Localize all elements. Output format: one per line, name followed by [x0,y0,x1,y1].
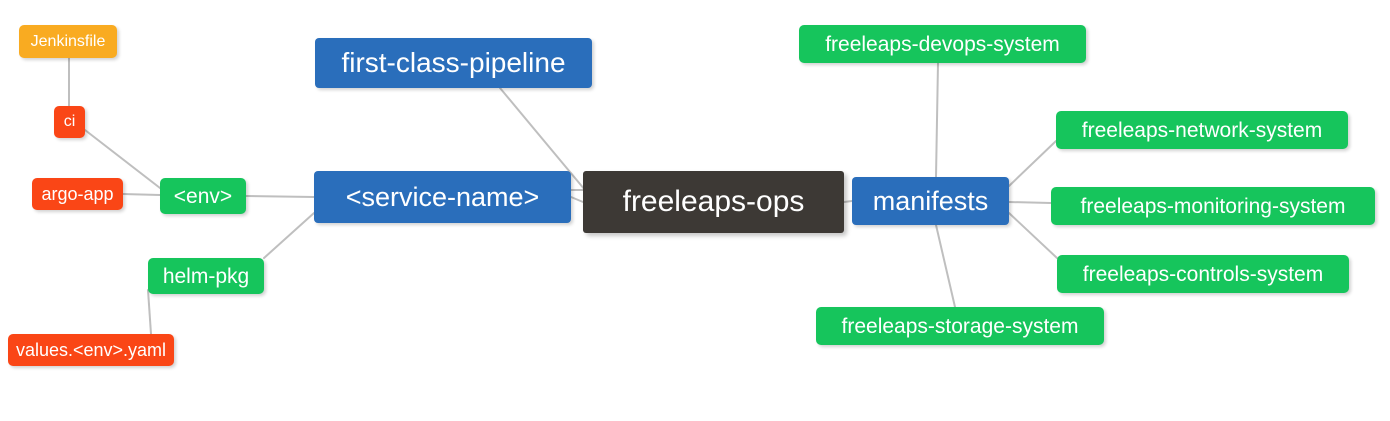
edge-env-to-argo-app [122,193,161,196]
edge-manifests-to-freeleaps-storage-system [935,224,956,308]
edge-manifests-to-freeleaps-devops-system [935,62,939,178]
mindmap-node-jenkinsfile[interactable]: Jenkinsfile [19,25,117,58]
mindmap-node-manifests[interactable]: manifests [852,177,1009,225]
mindmap-node-root[interactable]: freeleaps-ops [583,171,844,233]
edge-manifests-to-freeleaps-controls-system [1008,212,1058,259]
edge-root-to-manifests [843,200,853,203]
mindmap-node-values-yaml[interactable]: values.<env>.yaml [8,334,174,366]
mindmap-node-ci[interactable]: ci [54,106,85,138]
edge-manifests-to-freeleaps-network-system [1008,140,1057,187]
mindmap-node-freeleaps-network-system[interactable]: freeleaps-network-system [1056,111,1348,149]
mindmap-node-service-name[interactable]: <service-name> [314,171,571,223]
mindmap-node-first-class-pipeline[interactable]: first-class-pipeline [315,38,592,88]
edge-env-to-ci [84,129,161,189]
edge-manifests-to-freeleaps-monitoring-system [1008,201,1052,204]
edge-helm-pkg-to-values-yaml [147,289,152,335]
edge-root-to-service-name [570,196,584,203]
mindmap-node-freeleaps-monitoring-system[interactable]: freeleaps-monitoring-system [1051,187,1375,225]
mindmap-node-helm-pkg[interactable]: helm-pkg [148,258,264,294]
edge-service-name-to-env [245,195,315,198]
mindmap-node-argo-app[interactable]: argo-app [32,178,123,210]
mindmap-node-freeleaps-devops-system[interactable]: freeleaps-devops-system [799,25,1086,63]
edge-service-name-to-helm-pkg [263,212,315,259]
mindmap-node-env[interactable]: <env> [160,178,246,214]
mindmap-node-freeleaps-storage-system[interactable]: freeleaps-storage-system [816,307,1104,345]
mindmap-node-freeleaps-controls-system[interactable]: freeleaps-controls-system [1057,255,1349,293]
